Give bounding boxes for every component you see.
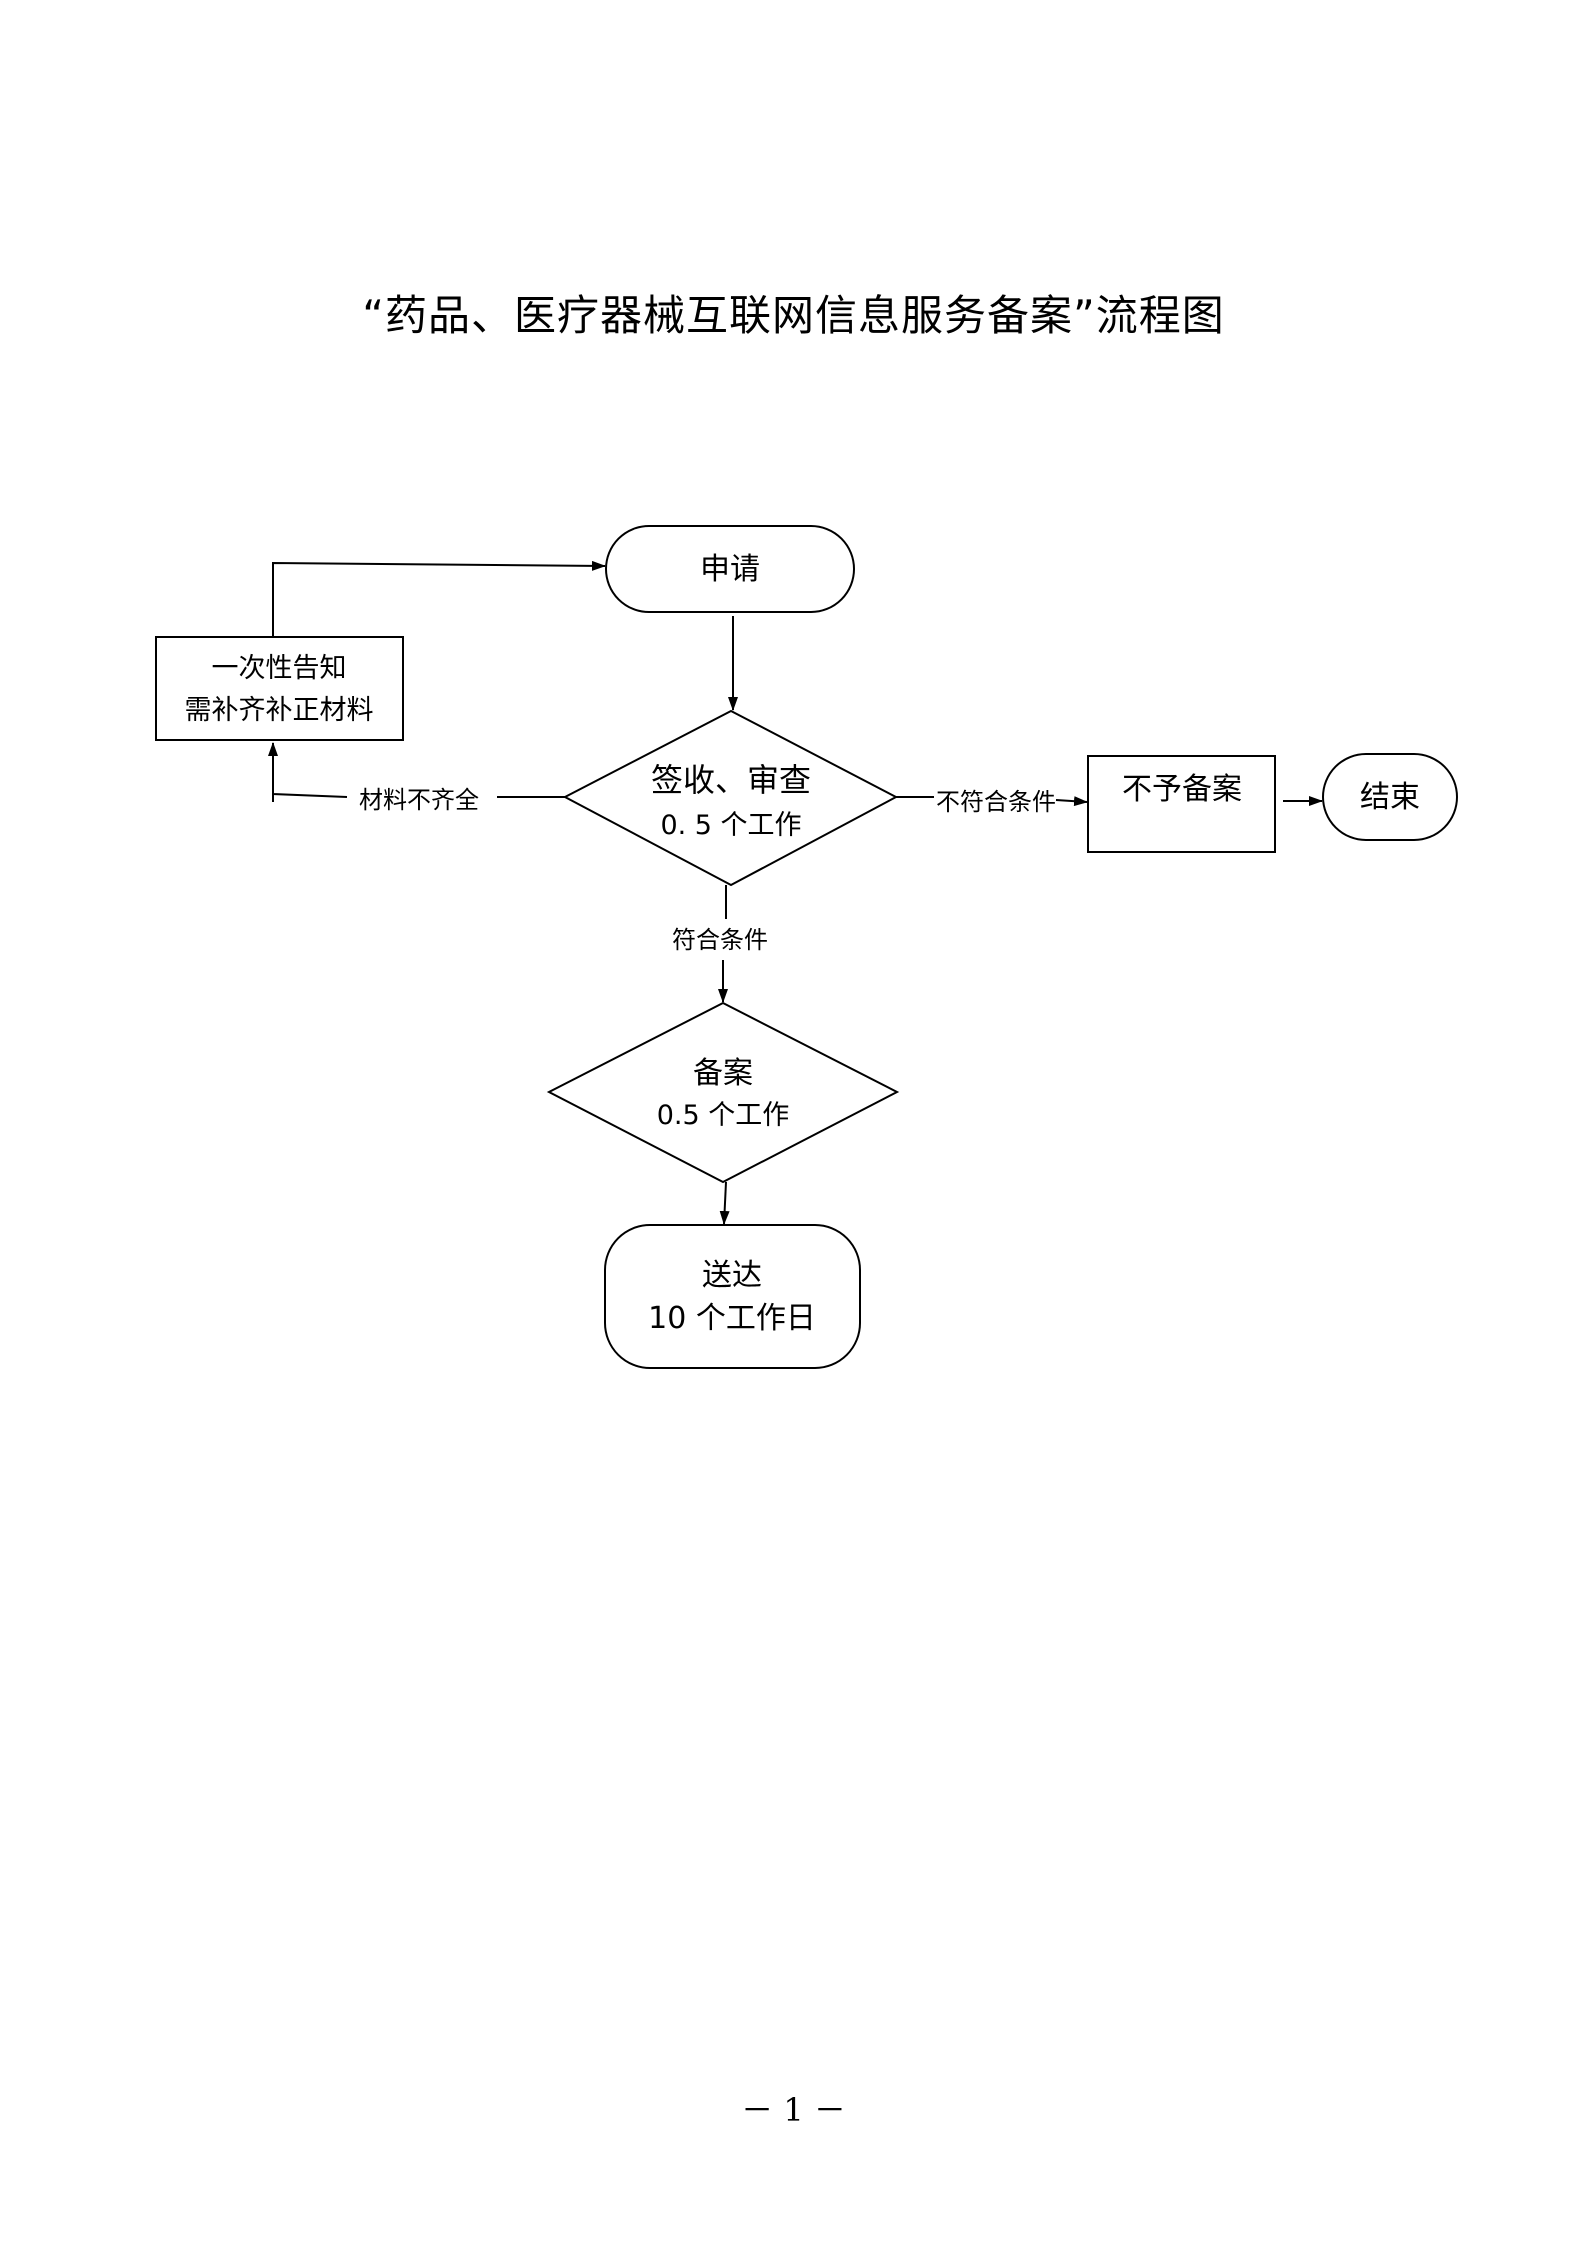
apply-shape [605,525,855,613]
end-node: 结束 [1322,753,1458,841]
reject-label: 不予备案 [1122,772,1242,807]
notify-shape [155,636,404,741]
review-label-line1: 签收、审查 [651,761,811,799]
end-label: 结束 [1360,780,1420,815]
edge-review-to-record: 符合条件 [672,885,768,1003]
page-number: － 1 － [741,2091,846,2129]
edge-review-to-notify: 材料不齐全 [268,742,565,814]
apply-label: 申请 [700,552,760,587]
edge-record-to-deliver [719,1181,730,1225]
page-title: “药品、医疗器械互联网信息服务备案”流程图 [362,291,1225,340]
deliver-label-line1: 送达 [702,1258,762,1293]
review-node: 签收、审查 0. 5 个工作 [562,709,899,887]
apply-node: 申请 [605,525,855,613]
edge-notify-to-apply [272,560,606,637]
reject-node: 不予备案 [1087,755,1276,853]
record-label-line1: 备案 [693,1056,753,1091]
edge-incomplete-label: 材料不齐全 [359,786,479,814]
edge-qualified-label: 符合条件 [672,926,768,954]
review-label-line2: 0. 5 个工作 [660,810,801,841]
record-shape [546,1001,900,1184]
notify-label-line2: 需补齐补正材料 [185,695,374,726]
edge-review-to-reject: 不符合条件 [896,788,1088,816]
notify-label-line1: 一次性告知 [212,653,347,684]
record-node: 备案 0.5 个工作 [546,1001,900,1184]
reject-shape [1087,755,1276,853]
end-shape [1322,753,1458,841]
edge-not-qualified-label: 不符合条件 [936,788,1056,816]
deliver-node: 送达 10 个工作日 [604,1224,861,1369]
edge-review-to-notify-segment-left [268,742,348,798]
deliver-shape [604,1224,861,1369]
deliver-label-line2: 10 个工作日 [648,1301,816,1336]
edge-review-to-reject-segment-right [1055,796,1088,807]
notify-node: 一次性告知 需补齐补正材料 [155,636,404,741]
record-label-line2: 0.5 个工作 [657,1100,790,1131]
review-shape [562,709,899,887]
